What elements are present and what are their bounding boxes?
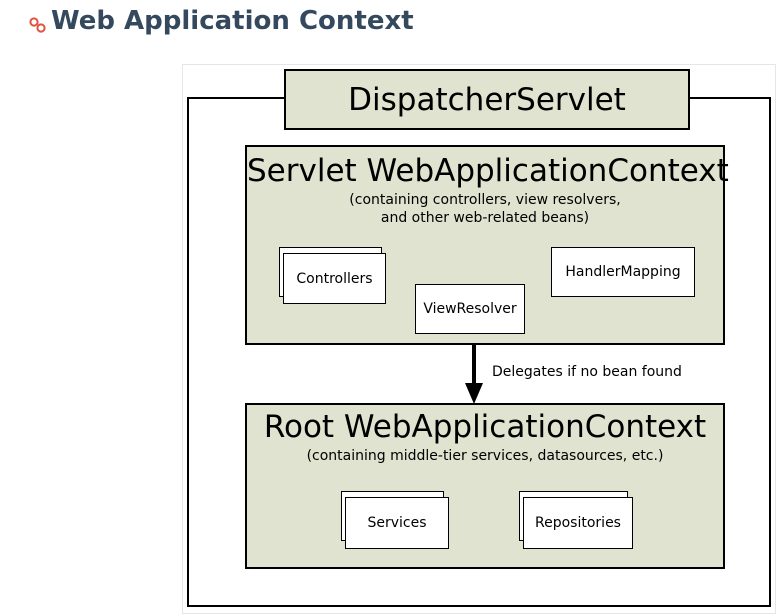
view-resolver-bean: ViewResolver bbox=[415, 284, 525, 334]
repositories-bean: Repositories bbox=[523, 497, 633, 549]
root-context-subtitle: (containing middle-tier services, dataso… bbox=[306, 448, 664, 464]
page-title: Web Application Context bbox=[51, 6, 414, 36]
handler-mapping-label: HandlerMapping bbox=[565, 264, 681, 280]
view-resolver-label: ViewResolver bbox=[423, 301, 517, 317]
controllers-bean: Controllers bbox=[283, 253, 386, 304]
root-context-box: Root WebApplicationContext (containing m… bbox=[245, 403, 725, 569]
delegation-label: Delegates if no bean found bbox=[492, 364, 682, 380]
services-label: Services bbox=[367, 515, 427, 531]
repositories-label: Repositories bbox=[535, 515, 621, 531]
servlet-context-box: Servlet WebApplicationContext (containin… bbox=[245, 145, 729, 345]
dispatcher-servlet-box: DispatcherServlet bbox=[284, 69, 690, 130]
delegation-arrow bbox=[465, 343, 483, 404]
controllers-label: Controllers bbox=[296, 270, 373, 287]
root-context-title: Root WebApplicationContext bbox=[263, 409, 707, 445]
servlet-context-subtitle-line2: and other web-related beans) bbox=[380, 210, 590, 226]
handler-mapping-bean: HandlerMapping bbox=[551, 247, 695, 297]
page-heading: Web Application Context bbox=[28, 6, 414, 36]
services-bean: Services bbox=[345, 497, 449, 549]
dispatcher-servlet-label: DispatcherServlet bbox=[348, 81, 626, 118]
servlet-context-title: Servlet WebApplicationContext bbox=[247, 153, 729, 189]
servlet-context-subtitle-line1: (containing controllers, view resolvers, bbox=[349, 192, 621, 208]
link-icon[interactable] bbox=[28, 11, 48, 33]
